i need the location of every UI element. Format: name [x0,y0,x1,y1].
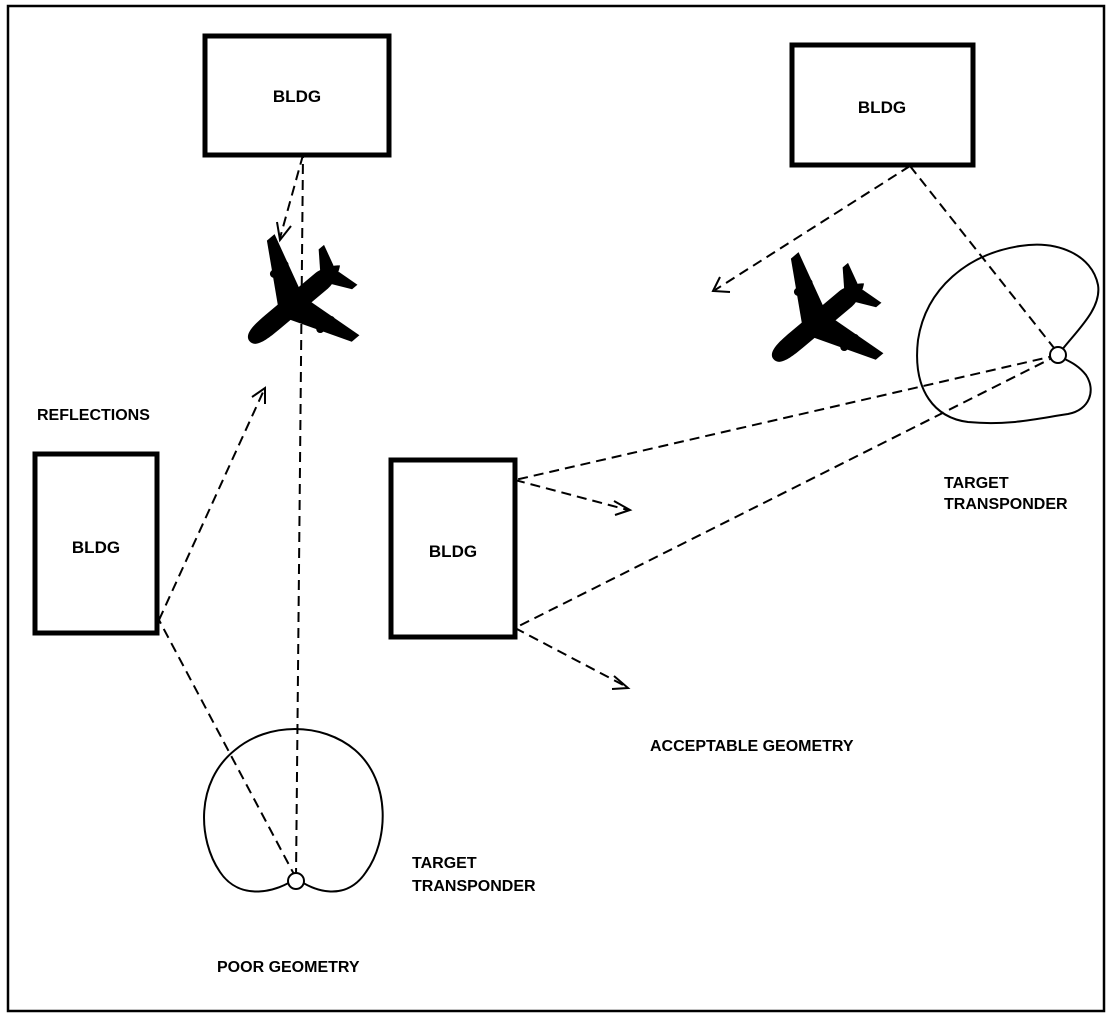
building-center-label: BLDG [429,542,477,561]
building-top-left-label: BLDG [273,87,321,106]
building-top-right-label: BLDG [858,98,906,117]
building-top-left [202,33,392,158]
transponder-label-right-line2: TRANSPONDER [944,496,1068,513]
direct-path-line [909,165,1059,354]
transponder-label-left-line1: TARGET [412,855,477,872]
arrowhead [611,675,631,690]
building-center [388,457,518,640]
transponder-icon [287,872,305,890]
arrowhead [276,221,292,243]
reflection-path-line [158,389,265,621]
direct-path-line [514,354,1059,629]
reflection-path-line [158,619,297,879]
direct-path-line [514,354,1059,481]
arrowhead [251,386,266,404]
transponder-icon [1049,346,1067,364]
arrowhead [613,500,633,516]
building-top-right [789,42,976,168]
reflection-path-line [714,165,911,291]
airplane-icon [207,214,384,392]
reflections-label: REFLECTIONS [37,407,150,424]
transponder-label-right-line1: TARGET [944,475,1009,492]
arrowhead [711,276,731,293]
diagram-frame [6,4,1106,1013]
reflection-path-line [279,154,304,239]
acceptable-geometry-label: ACCEPTABLE GEOMETRY [650,738,854,755]
transponder-label-left-line2: TRANSPONDER [412,878,536,895]
building-left-label: BLDG [72,538,120,557]
antenna-pattern [203,728,384,893]
building-left [32,451,160,636]
antenna-pattern [916,243,1100,425]
airplane-icon [731,232,908,410]
direct-path-line [295,154,304,879]
reflection-path-line [514,479,629,511]
reflection-path-line [514,627,628,688]
poor-geometry-label: POOR GEOMETRY [217,959,360,976]
